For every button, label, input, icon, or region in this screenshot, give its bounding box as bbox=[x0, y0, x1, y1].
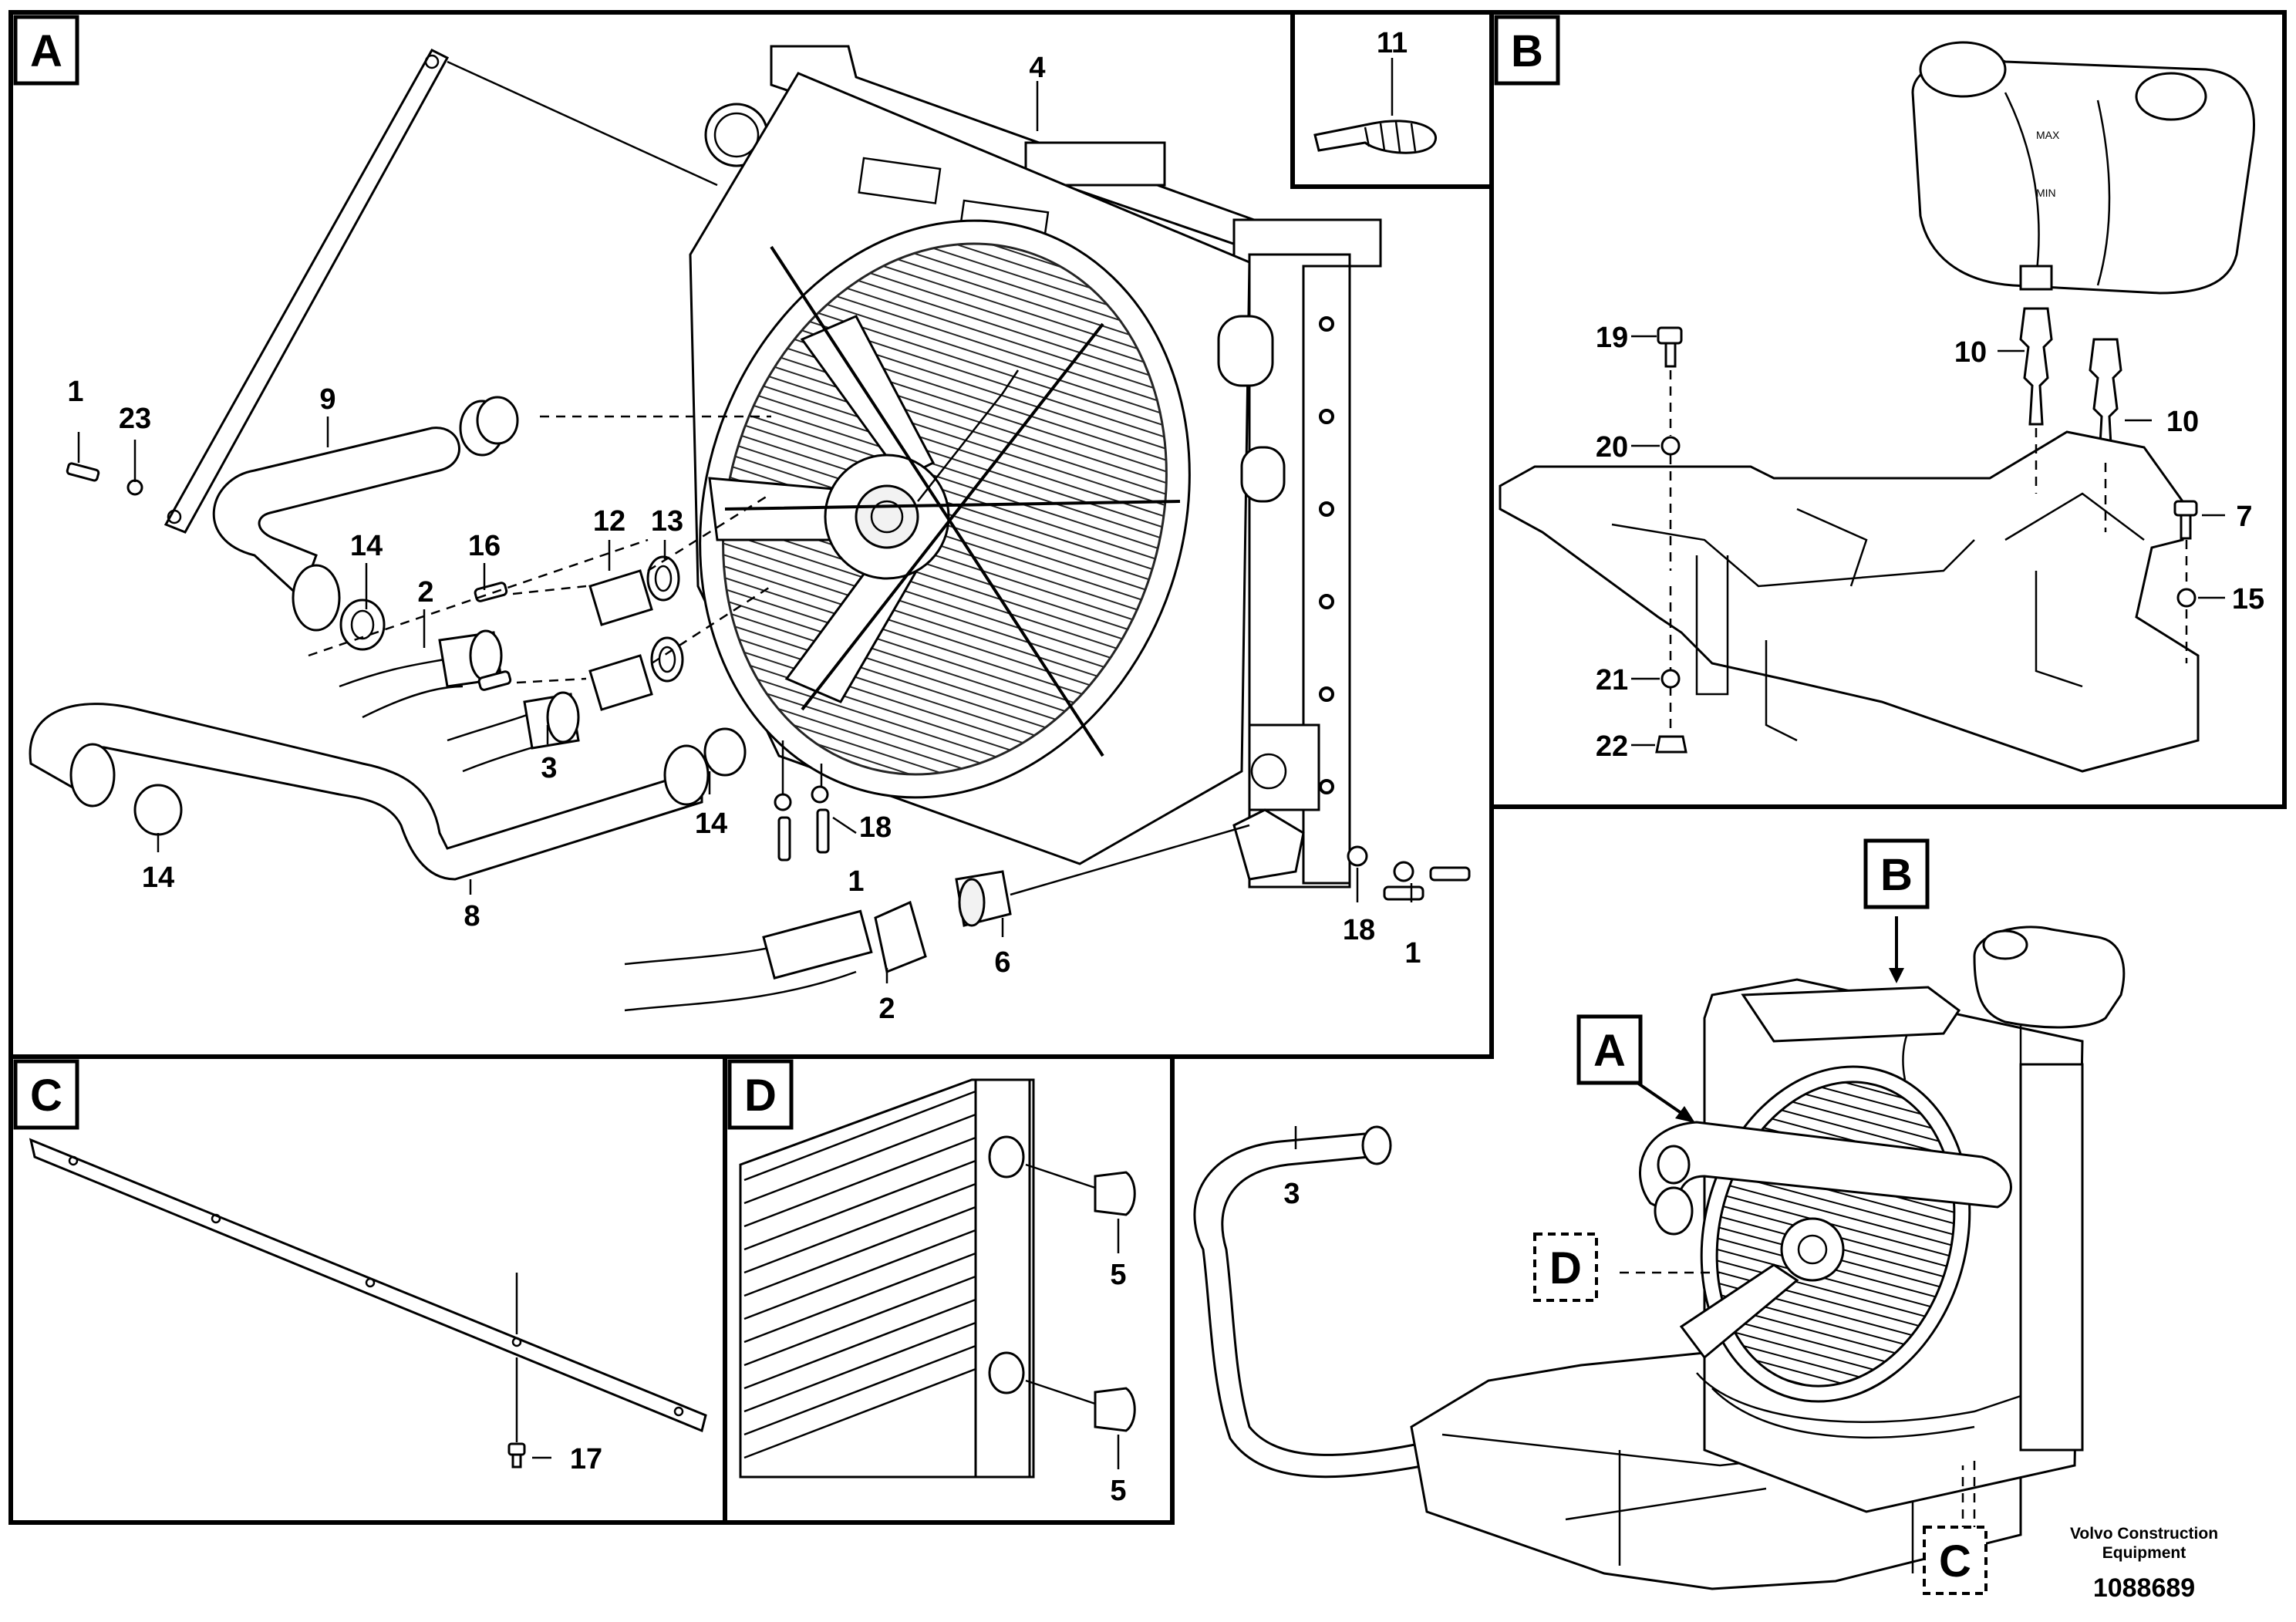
panel-b-leaders bbox=[1631, 335, 2225, 747]
callout-2: 2 bbox=[417, 576, 433, 609]
callout-5: 5 bbox=[1110, 1259, 1126, 1291]
callout-14: 14 bbox=[350, 530, 383, 562]
callout-3: 3 bbox=[541, 752, 557, 784]
svg-text:D: D bbox=[744, 1071, 777, 1121]
radiator-core-drawing bbox=[739, 1078, 1136, 1479]
callout-18: 18 bbox=[859, 811, 892, 844]
svg-text:D: D bbox=[1549, 1243, 1582, 1293]
callout-20: 20 bbox=[1596, 431, 1628, 464]
callout-19: 19 bbox=[1596, 322, 1628, 354]
callout-10: 10 bbox=[1954, 336, 1987, 369]
callout-1: 1 bbox=[1404, 937, 1421, 969]
doc-number: 1088689 bbox=[2093, 1573, 2195, 1603]
callout-13: 13 bbox=[651, 505, 683, 538]
callout-8: 8 bbox=[464, 900, 480, 932]
hose-clamp bbox=[339, 599, 386, 651]
mounting-bracket bbox=[1499, 430, 2200, 773]
overview-tag-a: A bbox=[1576, 1014, 1643, 1085]
callout-5: 5 bbox=[1110, 1475, 1126, 1507]
stay-rod bbox=[164, 49, 450, 534]
svg-text:B: B bbox=[1511, 26, 1543, 76]
callout-21: 21 bbox=[1596, 664, 1628, 696]
svg-text:A: A bbox=[30, 26, 62, 76]
callout-15: 15 bbox=[2232, 583, 2264, 615]
svg-text:C: C bbox=[1939, 1536, 1971, 1587]
overview-tag-c: C bbox=[1923, 1526, 1988, 1595]
panel-a-leaders bbox=[77, 81, 1413, 983]
panel-d-frame bbox=[723, 1054, 1175, 1525]
panel-b-tag: B bbox=[1494, 15, 1560, 86]
callout-18: 18 bbox=[1343, 914, 1375, 946]
callout-4: 4 bbox=[1029, 52, 1045, 84]
lower-hose bbox=[29, 703, 703, 881]
expansion-tank-drawing: MAX MIN bbox=[1911, 41, 2255, 295]
overview-tag-d: D bbox=[1533, 1233, 1598, 1302]
cable-tie-drawing bbox=[1313, 58, 1437, 154]
callout-3: 3 bbox=[1283, 1178, 1300, 1210]
panel-a-tag: A bbox=[13, 15, 79, 86]
callout-11: 11 bbox=[1377, 27, 1408, 59]
hose-clamp bbox=[133, 784, 183, 836]
callout-1: 1 bbox=[67, 376, 83, 408]
panel-c-tag: C bbox=[13, 1059, 79, 1130]
callout-14: 14 bbox=[695, 808, 727, 840]
overview-drawing bbox=[1193, 916, 2126, 1590]
radiator-assembly-drawing bbox=[689, 45, 1382, 889]
sealing-strip-drawing bbox=[29, 1138, 707, 1469]
callout-14: 14 bbox=[142, 862, 174, 894]
callout-9: 9 bbox=[319, 383, 335, 416]
svg-text:C: C bbox=[30, 1071, 62, 1121]
callout-23: 23 bbox=[119, 403, 151, 435]
callout-16: 16 bbox=[468, 530, 501, 562]
callout-22: 22 bbox=[1596, 730, 1628, 763]
callout-7: 7 bbox=[2236, 501, 2252, 533]
callout-6: 6 bbox=[994, 946, 1010, 979]
panel-b-frame bbox=[1489, 10, 2287, 809]
callout-10: 10 bbox=[2166, 406, 2199, 438]
panel-d-tag: D bbox=[727, 1059, 794, 1130]
callout-1: 1 bbox=[848, 865, 864, 898]
brand-line-2: Equipment bbox=[2102, 1544, 2186, 1562]
callout-2: 2 bbox=[878, 993, 895, 1025]
upper-hose bbox=[212, 427, 460, 600]
tank-min-label: MIN bbox=[2036, 187, 2056, 199]
brand-line-1: Volvo Construction bbox=[2070, 1525, 2218, 1543]
callout-17: 17 bbox=[570, 1443, 602, 1475]
svg-text:A: A bbox=[1593, 1026, 1626, 1076]
tank-max-label: MAX bbox=[2036, 129, 2060, 141]
callout-12: 12 bbox=[593, 505, 625, 538]
svg-text:B: B bbox=[1880, 850, 1913, 900]
overview-tag-b: B bbox=[1863, 838, 1930, 909]
